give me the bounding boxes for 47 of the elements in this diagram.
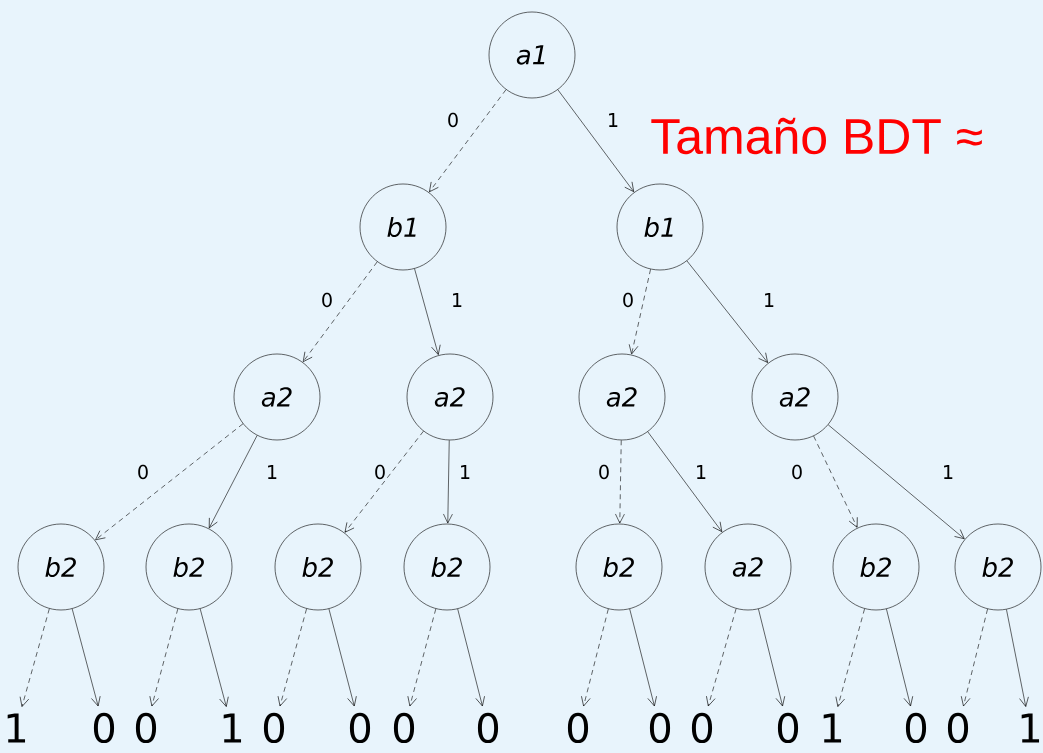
leaf-value: 0 xyxy=(947,712,969,744)
dashed-arrow xyxy=(960,608,988,707)
dashed-arrow xyxy=(835,608,865,707)
leaf-value: 1 xyxy=(223,713,242,743)
arrow xyxy=(71,608,101,707)
arrow xyxy=(414,268,441,355)
dashed-arrow xyxy=(344,430,424,533)
arrow xyxy=(457,608,485,707)
leaf-value: 0 xyxy=(777,712,799,744)
dashed-arrow xyxy=(706,608,737,707)
leaf-value: 0 xyxy=(649,712,671,744)
arrow xyxy=(686,260,768,363)
arrow xyxy=(758,608,786,707)
arrow xyxy=(1006,609,1029,707)
arrow xyxy=(886,608,914,707)
leaf-value: 0 xyxy=(905,712,927,744)
dashed-arrow xyxy=(277,608,307,707)
dashed-arrow xyxy=(302,261,378,362)
dashed-arrow xyxy=(19,608,50,707)
leaf-value: 1 xyxy=(7,713,26,743)
arrow xyxy=(443,440,453,524)
heading: Tamaño BDT ≈ xyxy=(651,117,982,155)
dashed-arrow xyxy=(628,268,651,355)
dashed-arrow xyxy=(429,89,507,193)
leaf-value: 0 xyxy=(349,712,371,744)
leaf-value: 0 xyxy=(263,712,285,744)
leaf-value: 0 xyxy=(477,712,499,744)
dashed-arrow xyxy=(149,608,179,707)
dashed-arrow xyxy=(581,608,609,707)
leaf-value: 0 xyxy=(135,712,157,744)
arrow xyxy=(208,435,258,529)
leaf-value: 1 xyxy=(823,713,842,743)
arrow xyxy=(629,608,657,707)
arrow xyxy=(199,608,229,707)
dashed-arrow xyxy=(95,423,244,541)
dashed-arrow xyxy=(407,608,437,707)
leaf-value: 0 xyxy=(691,712,713,744)
dashed-arrow xyxy=(813,435,858,528)
arrow xyxy=(827,424,965,540)
leaf-value: 0 xyxy=(393,712,415,744)
arrow xyxy=(328,608,357,707)
leaf-value: 0 xyxy=(567,712,589,744)
leaf-value: 1 xyxy=(1021,713,1040,743)
dashed-arrow xyxy=(615,440,625,524)
leaf-value: 0 xyxy=(93,712,115,744)
arrow xyxy=(647,431,723,532)
arrow xyxy=(557,89,635,192)
